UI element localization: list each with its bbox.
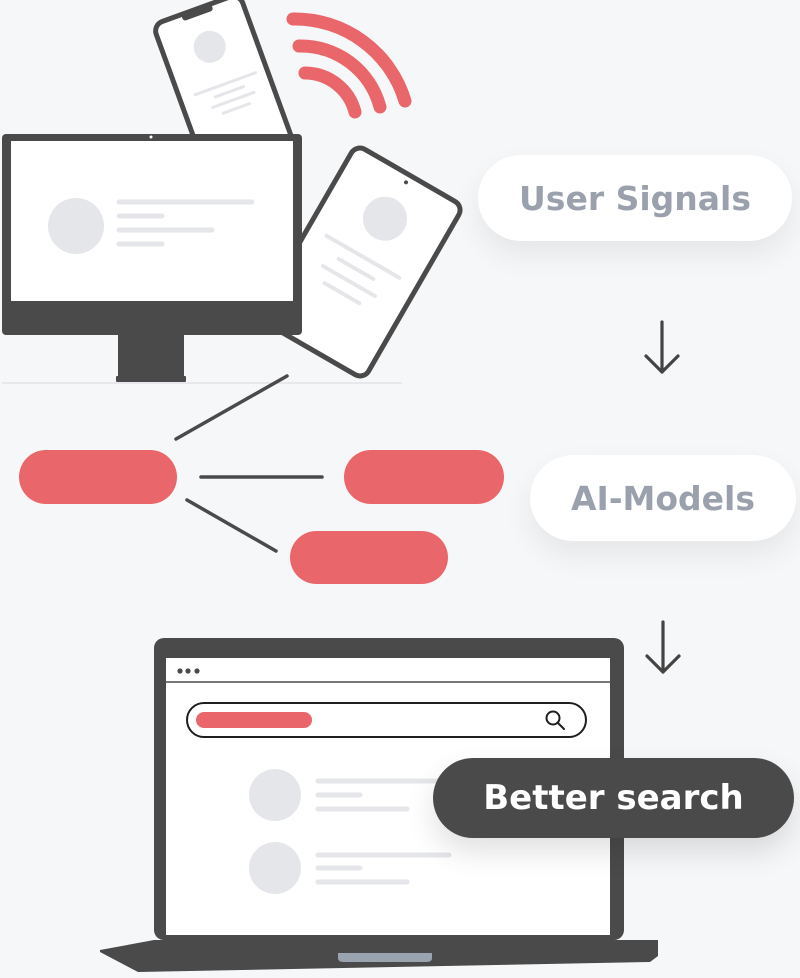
model-network xyxy=(19,374,504,584)
step-ai-models: AI-Models xyxy=(530,455,796,541)
search-results xyxy=(249,769,453,894)
arrow-down-icon xyxy=(644,320,680,374)
step-label: User Signals xyxy=(519,178,751,218)
window-controls-icon xyxy=(177,668,200,674)
desktop-monitor xyxy=(2,134,302,382)
search-icon xyxy=(545,710,565,730)
step-label: Better search xyxy=(483,778,744,818)
step-user-signals: User Signals xyxy=(478,155,792,241)
trackpad xyxy=(338,953,432,962)
model-node-output-1 xyxy=(344,450,504,504)
search-query-bar xyxy=(196,712,312,728)
search-bar xyxy=(186,702,587,738)
model-node-output-2 xyxy=(290,531,448,584)
step-label: AI-Models xyxy=(571,478,755,518)
laptop xyxy=(100,638,658,972)
wifi-signal-icon xyxy=(286,12,412,119)
model-node-input xyxy=(19,450,177,504)
tablet xyxy=(257,145,463,379)
step-better-search: Better search xyxy=(433,758,794,838)
arrow-down-icon xyxy=(645,620,681,674)
